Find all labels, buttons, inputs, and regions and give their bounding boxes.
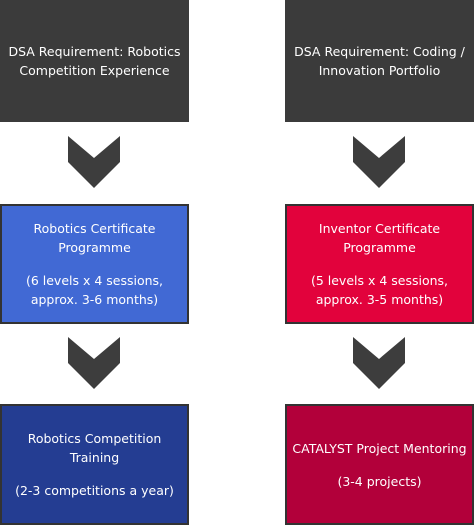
robotics-training-title-1: Robotics Competition (27, 431, 162, 446)
chevron-down-icon (353, 337, 405, 389)
robotics-certificate-box: Robotics Certificate Programme (6 levels… (0, 204, 189, 324)
inventor-certificate-details-1: (5 levels x 4 sessions, (310, 273, 449, 288)
chevron-down-icon (68, 337, 120, 389)
coding-requirement-box: DSA Requirement: Coding / Innovation Por… (285, 0, 474, 122)
robotics-certificate-title-2: Programme (58, 240, 131, 255)
robotics-requirement-box: DSA Requirement: Robotics Competition Ex… (0, 0, 189, 122)
robotics-requirement-line-1: DSA Requirement: Robotics (8, 44, 181, 59)
inventor-certificate-box: Inventor Certificate Programme (5 levels… (285, 204, 474, 324)
catalyst-mentoring-details: (3-4 projects) (337, 473, 422, 489)
coding-requirement-line-2: Innovation Portfolio (318, 63, 441, 78)
robotics-training-title-2: Training (69, 450, 120, 465)
robotics-training-details: (2-3 competitions a year) (15, 483, 174, 498)
chevron-down-icon (353, 136, 405, 188)
inventor-certificate-details-2: approx. 3-5 months) (315, 292, 444, 307)
catalyst-mentoring-box: CATALYST Project Mentoring (3-4 projects… (285, 404, 474, 525)
catalyst-mentoring-title: CATALYST Project Mentoring (292, 440, 467, 456)
robotics-certificate-details-1: (6 levels x 4 sessions, (25, 273, 164, 288)
inventor-certificate-title-2: Programme (343, 240, 416, 255)
chevron-down-icon (68, 136, 120, 188)
coding-requirement-line-1: DSA Requirement: Coding / (294, 44, 465, 59)
robotics-requirement-line-2: Competition Experience (19, 63, 170, 78)
inventor-certificate-title-1: Inventor Certificate (318, 221, 441, 236)
robotics-certificate-details-2: approx. 3-6 months) (30, 292, 159, 307)
robotics-competition-training-box: Robotics Competition Training (2-3 compe… (0, 404, 189, 525)
robotics-certificate-title-1: Robotics Certificate (33, 221, 156, 236)
